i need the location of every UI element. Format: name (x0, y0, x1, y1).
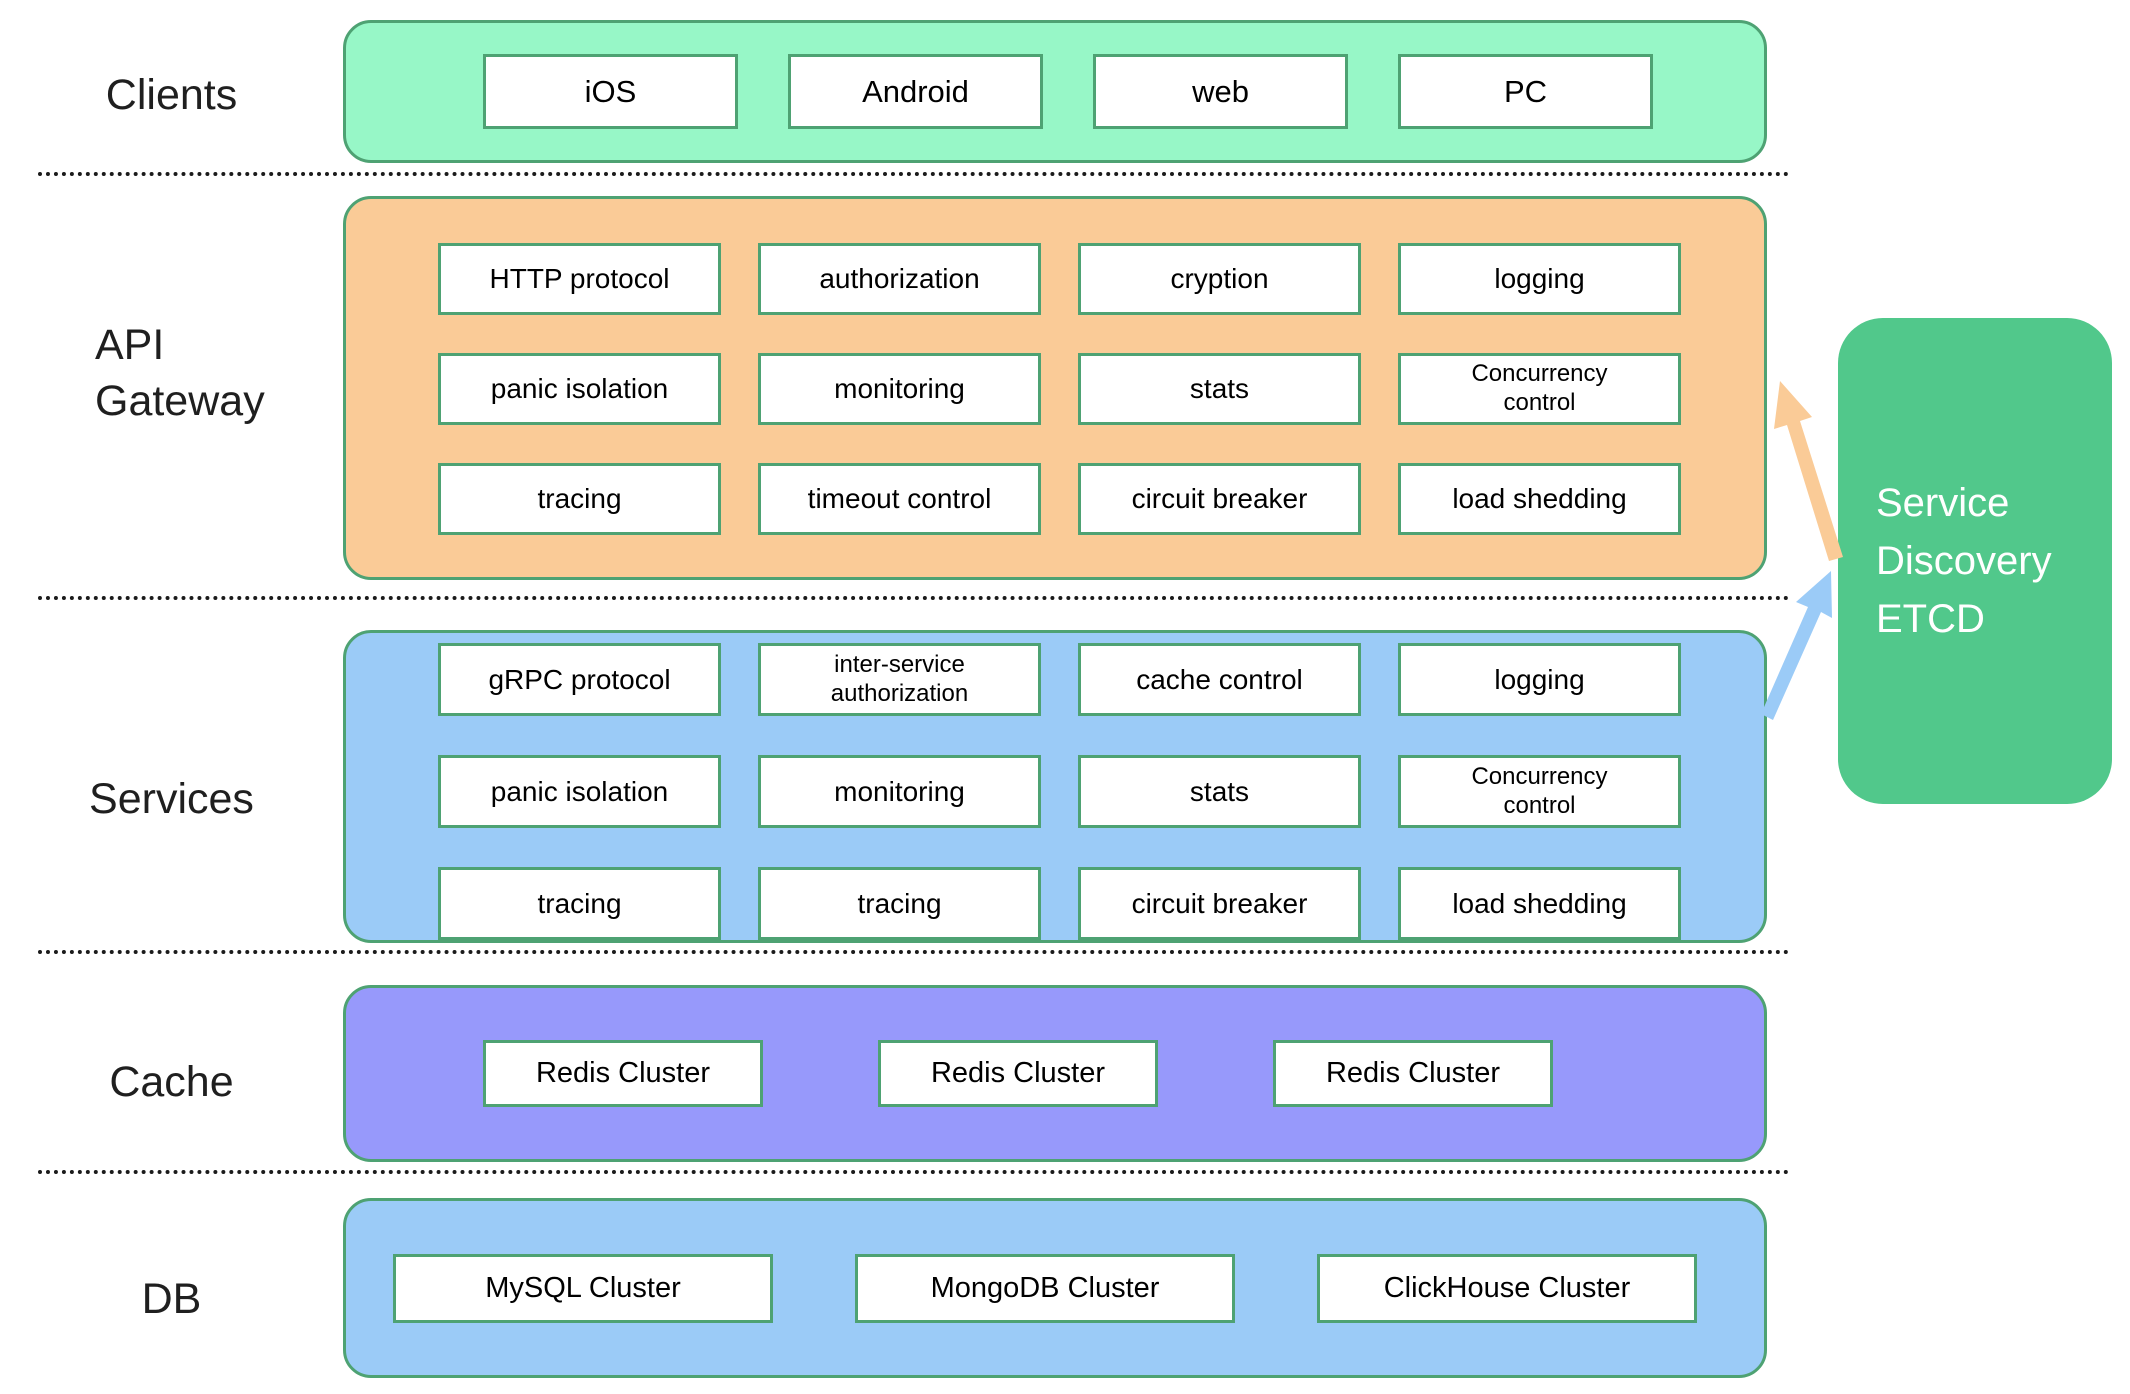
component-box: stats (1078, 353, 1361, 425)
component-box: gRPC protocol (438, 643, 721, 716)
component-box: iOS (483, 54, 738, 129)
divider-cache-db (38, 1170, 1790, 1174)
divider-gateway-services (38, 596, 1790, 600)
component-box: MySQL Cluster (393, 1253, 773, 1323)
component-box: load shedding (1398, 463, 1681, 535)
component-box: stats (1078, 755, 1361, 828)
component-box: logging (1398, 643, 1681, 716)
component-box: HTTP protocol (438, 243, 721, 315)
component-box: Concurrency control (1398, 755, 1681, 828)
db-layer-label: DB (141, 1275, 202, 1323)
component-box: Redis Cluster (1273, 1040, 1553, 1107)
service-discovery-label: Service Discovery ETCD (1876, 481, 2052, 641)
divider-services-cache (38, 950, 1790, 954)
component-box: tracing (438, 463, 721, 535)
component-box: circuit breaker (1078, 463, 1361, 535)
api-gateway-layer-label: API Gateway (95, 321, 265, 425)
component-box: tracing (758, 867, 1041, 940)
component-box: Android (788, 54, 1043, 129)
component-box: panic isolation (438, 353, 721, 425)
component-box: Redis Cluster (878, 1040, 1158, 1107)
cache-panel: Redis Cluster Redis Cluster Redis Cluster (343, 985, 1767, 1162)
divider-clients-gateway (38, 172, 1790, 176)
component-box: tracing (438, 867, 721, 940)
component-box: Concurrency control (1398, 353, 1681, 425)
component-box: authorization (758, 243, 1041, 315)
service-discovery-box: Service Discovery ETCD (1838, 318, 2112, 804)
component-box: ClickHouse Cluster (1317, 1253, 1697, 1323)
component-box: panic isolation (438, 755, 721, 828)
api-gateway-panel: HTTP protocol authorization cryption loggin… (343, 196, 1767, 580)
component-box: timeout control (758, 463, 1041, 535)
db-panel: MySQL Cluster MongoDB Cluster ClickHouse C… (343, 1198, 1767, 1378)
component-box: cache control (1078, 643, 1361, 716)
component-box: monitoring (758, 353, 1041, 425)
component-box: load shedding (1398, 867, 1681, 940)
clients-layer-label: Clients (105, 71, 238, 119)
gateway-discovery-arrow (1774, 381, 1843, 561)
clients-panel: iOS Android web PC (343, 20, 1767, 163)
cache-layer-label: Cache (109, 1058, 234, 1106)
component-box: web (1093, 54, 1348, 129)
component-box: monitoring (758, 755, 1041, 828)
component-box: PC (1398, 54, 1653, 129)
component-box: inter-service authorization (758, 643, 1041, 716)
component-box: circuit breaker (1078, 867, 1361, 940)
services-layer-label: Services (89, 775, 254, 823)
component-box: logging (1398, 243, 1681, 315)
component-box: MongoDB Cluster (855, 1253, 1235, 1323)
component-box: Redis Cluster (483, 1040, 763, 1107)
component-box: cryption (1078, 243, 1361, 315)
services-panel: gRPC protocol inter-service authorization… (343, 630, 1767, 943)
services-discovery-arrow (1761, 571, 1832, 720)
